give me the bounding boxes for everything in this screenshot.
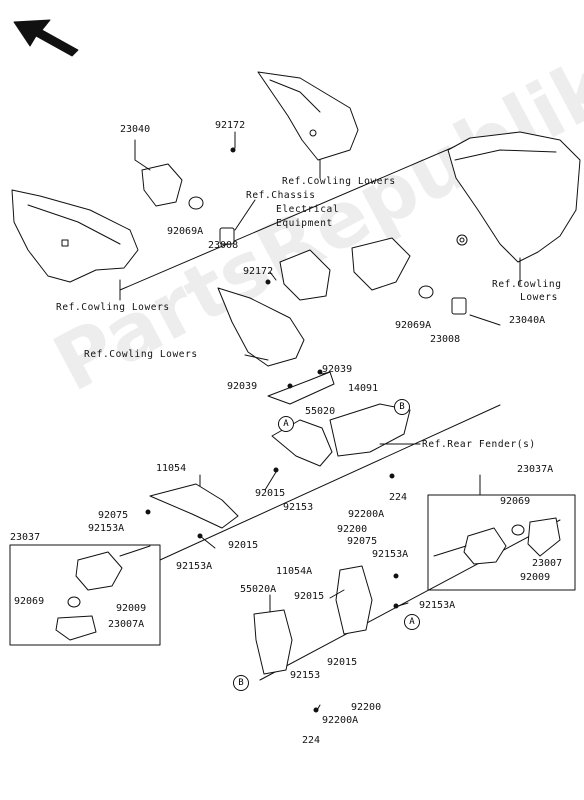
bracket-center [279,249,331,301]
axis-line [259,519,561,681]
bracket-11054a [335,565,373,635]
turn-signal-right-top [351,237,411,291]
part-92015-lower: 92015 [294,591,325,602]
ref-cowling-lowers-right-2: Lowers [520,292,558,303]
part-14091: 14091 [348,383,379,394]
turn-signal-left-top [141,163,183,207]
ref-cowling-lowers-right-1: Ref.Cowling [492,279,562,290]
callout-b-lower: B [233,675,249,691]
part-224-top: 224 [389,492,408,503]
part-23007: 23007 [532,558,563,569]
part-92200-bottom: 92200 [351,702,382,713]
callout-a-top: A [278,416,294,432]
part-92039-right: 92039 [322,364,353,375]
turn-signal-left-lower [75,551,123,591]
callout-b-top: B [394,399,410,415]
part-92075-left: 92075 [98,510,129,521]
part-55020: 55020 [305,406,336,417]
ref-equipment: Equipment [276,218,333,229]
cowl-panel-right [447,131,581,263]
part-92153a-lower: 92153A [176,561,213,572]
part-92172-mid: 92172 [243,266,274,277]
part-23008-right: 23008 [430,334,461,345]
part-92069-left: 92069 [14,596,45,607]
part-92172-top: 92172 [215,120,246,131]
lens-23007a [55,615,97,641]
part-92153a-right2: 92153A [419,600,456,611]
part-224-bottom: 224 [302,735,321,746]
part-92153-mid: 92153 [283,502,314,513]
part-92153a-left: 92153A [88,523,125,534]
part-23040a: 23040A [509,315,546,326]
part-23040: 23040 [120,124,151,135]
arrow-front-icon [13,19,79,57]
axis-line [159,404,501,561]
part-11054a: 11054A [276,566,313,577]
part-92153a-right1: 92153A [372,549,409,560]
part-55020a: 55020A [240,584,277,595]
lens-23007 [527,517,561,557]
axis-line [119,139,471,291]
group-box-23037a [427,494,576,591]
part-92200-top: 92200 [337,524,368,535]
part-92200a-top: 92200A [348,509,385,520]
ref-cowling-lowers-mid: Ref.Cowling Lowers [84,349,198,360]
part-92200a-bottom: 92200A [322,715,359,726]
part-92009-right: 92009 [520,572,551,583]
part-92015-mid: 92015 [255,488,286,499]
part-92015-left: 92015 [228,540,259,551]
part-92075-right: 92075 [347,536,378,547]
part-92015-bottom: 92015 [327,657,358,668]
part-23037a: 23037A [517,464,554,475]
ref-electrical: Electrical [276,204,340,215]
part-92069a-left: 92069A [167,226,204,237]
part-92039-left: 92039 [227,381,258,392]
cowl-panel-left [11,189,139,283]
part-11054: 11054 [156,463,187,474]
ref-chassis: Ref.Chassis [246,190,316,201]
cowl-panel-middle [217,287,305,367]
part-92153-bottom: 92153 [290,670,321,681]
grab-bar-55020a [253,609,293,675]
ref-cowling-lowers-left: Ref.Cowling Lowers [56,302,170,313]
bracket-14091 [267,371,335,405]
part-23007a: 23007A [108,619,145,630]
part-92009-left: 92009 [116,603,147,614]
bracket-11054 [149,483,239,529]
part-23008-left: 23008 [208,240,239,251]
turn-signal-right-lower [463,527,507,565]
rear-fender-bracket [329,403,411,457]
part-92069a-right: 92069A [395,320,432,331]
part-23037: 23037 [10,532,41,543]
cowl-panel-top [257,71,359,161]
group-box-23037 [9,544,161,646]
ref-cowling-lowers-top: Ref.Cowling Lowers [282,176,396,187]
part-92069-right: 92069 [500,496,531,507]
callout-a-lower: A [404,614,420,630]
ref-rear-fender: Ref.Rear Fender(s) [422,439,536,450]
